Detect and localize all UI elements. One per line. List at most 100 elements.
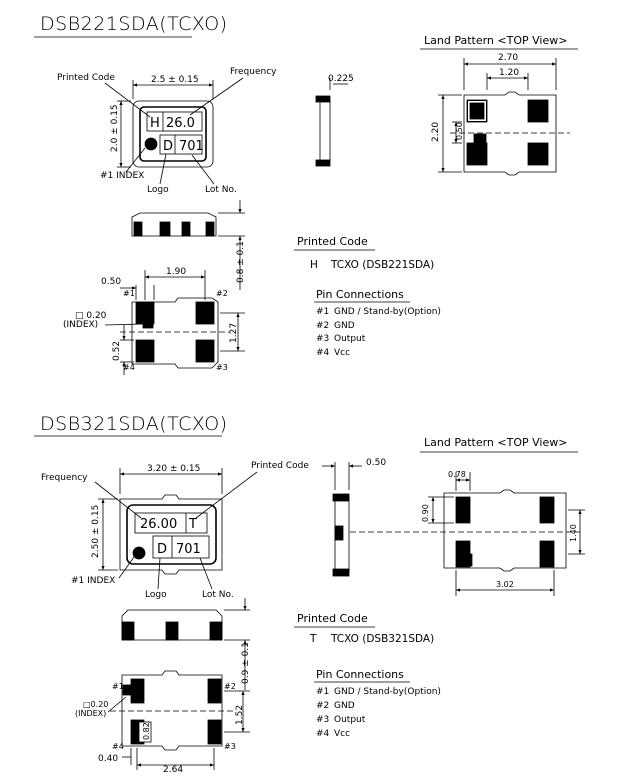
pin-number: #4 [316, 729, 330, 739]
side-dimension: 0.225 [328, 74, 354, 84]
pin-description: Vcc [334, 729, 350, 739]
index-dot [132, 546, 146, 560]
outer-dimension: 3.02 [496, 580, 514, 589]
pin-number: #2 [316, 321, 329, 331]
marking-code: H [150, 116, 160, 131]
inner-dimension: 1.20 [499, 68, 519, 78]
pad-height-dimension: 0.82 [142, 722, 151, 740]
land-pattern-221: Land Pattern <TOP View> 2.70 1.20 2.20 0… [420, 34, 578, 176]
printed-code-heading: Printed Code [297, 235, 368, 248]
label-lot: Lot No. [205, 185, 237, 195]
pin-label-4: #4 [123, 363, 135, 372]
index-label: (INDEX) [75, 709, 106, 718]
pin-description: GND [334, 321, 355, 331]
pad-height-dimension: 0.90 [421, 504, 430, 522]
pin-description: GND [334, 701, 355, 711]
printed-code-221: Printed Code H TCXO (DSB221SDA) [294, 235, 434, 271]
pin-label-2: #2 [224, 682, 236, 691]
top-view-221: H 26.0 D 701 2.5 ± 0.15 2.0 ± 0.15 Print… [57, 67, 277, 195]
height-dimension: 2.0 ± 0.15 [110, 104, 120, 152]
marking-frequency: 26.00 [140, 517, 177, 532]
pad-height-dimension: 0.52 [112, 341, 122, 361]
label-index: #1 INDEX [100, 171, 144, 181]
pin-description: GND / Stand-by(Option) [334, 307, 441, 317]
side-dimension: 0.50 [366, 458, 386, 468]
pin-label-2: #2 [216, 289, 228, 298]
height-dimension: 0.9 ± 0.1 [241, 642, 251, 684]
bottom-view-221: 1.90 0.50 1.27 0.52 □ 0.20 (INDEX) #1 #2… [63, 267, 245, 375]
pin-description: GND / Stand-by(Option) [334, 687, 441, 697]
pin-number: #3 [316, 334, 329, 344]
printed-code-value: H [310, 259, 318, 271]
vpitch-dimension: 1.27 [229, 323, 239, 343]
pin-number: #2 [316, 701, 329, 711]
label-logo: Logo [145, 590, 167, 600]
printed-code-description: TCXO (DSB221SDA) [330, 259, 434, 271]
pin-connections-321: Pin Connections #1 GND / Stand-by(Option… [314, 668, 441, 739]
label-frequency: Frequency [230, 67, 277, 77]
marking-logo: D [157, 542, 167, 557]
pin-label-1: #1 [123, 289, 135, 298]
label-printed-code: Printed Code [57, 73, 115, 83]
section-dsb221sda: DSB221SDA(TCXO) H 26.0 D 701 2.5 ± 0.15 … [34, 13, 578, 375]
section-dsb321sda: DSB321SDA(TCXO) 26.00 T D 701 3.20 ± 0.1… [34, 413, 585, 775]
bottom-view-321: 0.82 2.64 0.40 1.52 □0.20 (INDEX) #1 #2 … [75, 670, 250, 775]
pin-label-3: #3 [224, 742, 236, 751]
pitch-dimension: 2.64 [163, 765, 183, 775]
pin-number: #4 [316, 348, 330, 358]
marking-lot: 701 [179, 139, 204, 154]
top-view-321: 26.00 T D 701 3.20 ± 0.15 2.50 ± 0.15 Fr… [41, 461, 309, 600]
height-dimension: 2.50 ± 0.15 [91, 505, 101, 558]
front-view-321: 0.9 ± 0.1 [121, 598, 251, 690]
height-dimension: 0.8 ± 0.1 [236, 241, 246, 283]
vpitch-dimension: 1.52 [235, 705, 245, 725]
side-view-321: 0.50 [322, 458, 386, 577]
label-index: #1 INDEX [71, 576, 115, 586]
height-dimension: 2.20 [431, 122, 441, 142]
pin-number: #3 [316, 715, 329, 725]
marking-code: T [188, 517, 197, 532]
marking-lot: 701 [176, 542, 201, 557]
pin-number: #1 [316, 307, 329, 317]
side-view-221: 0.225 [315, 74, 354, 167]
pin-label-3: #3 [216, 363, 228, 372]
pin-description: Vcc [334, 348, 350, 358]
pad-width-dimension: 0.40 [98, 754, 118, 764]
printed-code-description: TCXO (DSB321SDA) [330, 633, 434, 645]
pin-description: Output [334, 334, 366, 344]
index-label: (INDEX) [63, 320, 98, 330]
pin-number: #1 [316, 687, 329, 697]
printed-code-heading: Printed Code [297, 612, 368, 625]
width-dimension: 2.5 ± 0.15 [151, 75, 199, 85]
printed-code-value: T [309, 633, 317, 645]
marking-logo: D [163, 139, 173, 154]
pad-width-dimension: 0.78 [448, 470, 466, 479]
pin-description: Output [334, 715, 366, 725]
pin-connections-heading: Pin Connections [316, 668, 404, 681]
inner-dimension: 1.40 [569, 524, 578, 542]
index-dot [144, 137, 158, 151]
outer-dimension: 2.70 [498, 53, 518, 63]
label-logo: Logo [147, 185, 169, 195]
pad-dimension: 0.50 [455, 122, 464, 140]
marking-frequency: 26.0 [166, 116, 195, 131]
label-frequency: Frequency [41, 473, 88, 483]
pad-width-dimension: 0.50 [101, 277, 121, 287]
section-title: DSB221SDA(TCXO) [40, 13, 228, 35]
land-pattern-title: Land Pattern <TOP View> [424, 436, 567, 449]
section-title: DSB321SDA(TCXO) [40, 413, 228, 435]
front-view-221: 0.8 ± 0.1 [131, 200, 246, 290]
label-printed-code: Printed Code [251, 461, 309, 471]
pin-connections-221: Pin Connections #1 GND / Stand-by(Option… [314, 288, 441, 358]
land-pattern-321: Land Pattern <TOP View> 0.78 0.90 1.40 3… [350, 436, 585, 596]
printed-code-321: Printed Code T TCXO (DSB321SDA) [294, 612, 434, 645]
label-lot: Lot No. [202, 590, 234, 600]
land-pattern-title: Land Pattern <TOP View> [424, 34, 567, 47]
width-dimension: 3.20 ± 0.15 [147, 464, 200, 474]
pitch-dimension: 1.90 [166, 267, 186, 277]
pin-connections-heading: Pin Connections [316, 288, 404, 301]
pin-label-4: #4 [112, 742, 124, 751]
index-dimension: □ 0.20 [75, 311, 107, 321]
